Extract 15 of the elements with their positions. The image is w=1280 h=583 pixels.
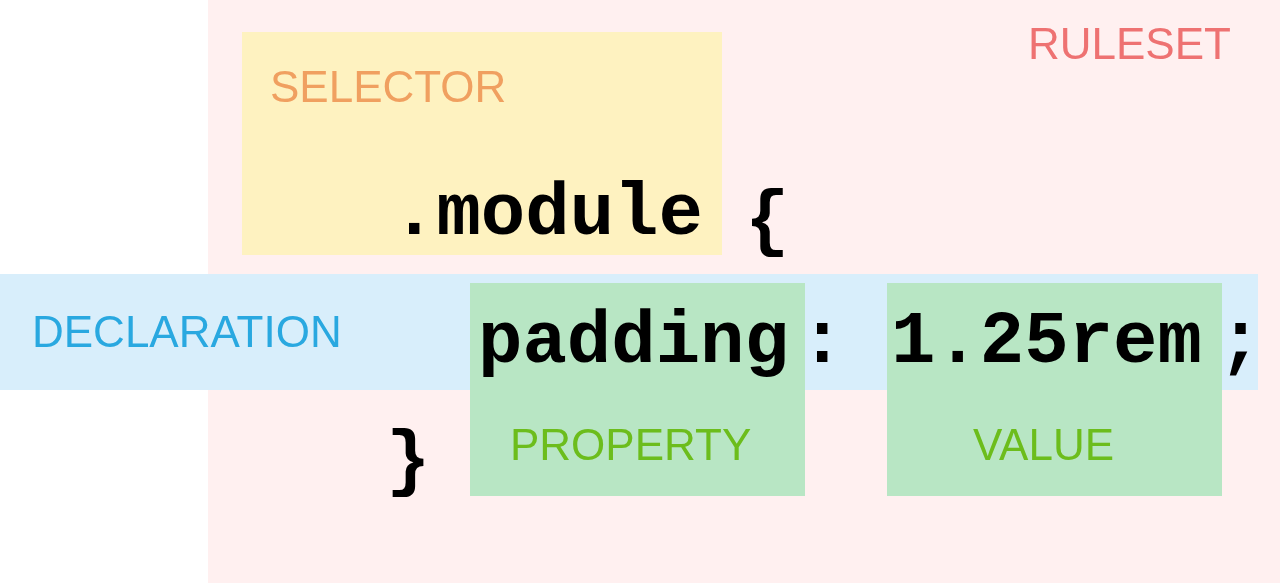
region-label: DECLARATION xyxy=(32,310,342,354)
selector-box xyxy=(242,32,722,255)
code-punctuation: : xyxy=(800,305,845,379)
region-label: RULESET xyxy=(1028,22,1231,66)
value-box xyxy=(887,283,1222,496)
code-text: 1.25rem xyxy=(891,305,1202,379)
code-text: padding xyxy=(478,305,789,379)
region-label: VALUE xyxy=(973,423,1115,467)
code-text: .module xyxy=(392,177,703,251)
region-label: PROPERTY xyxy=(510,423,752,467)
property-box xyxy=(470,283,805,496)
code-punctuation: { xyxy=(745,185,790,259)
code-punctuation: ; xyxy=(1218,305,1263,379)
code-punctuation: } xyxy=(386,425,431,499)
region-label: SELECTOR xyxy=(270,65,507,109)
